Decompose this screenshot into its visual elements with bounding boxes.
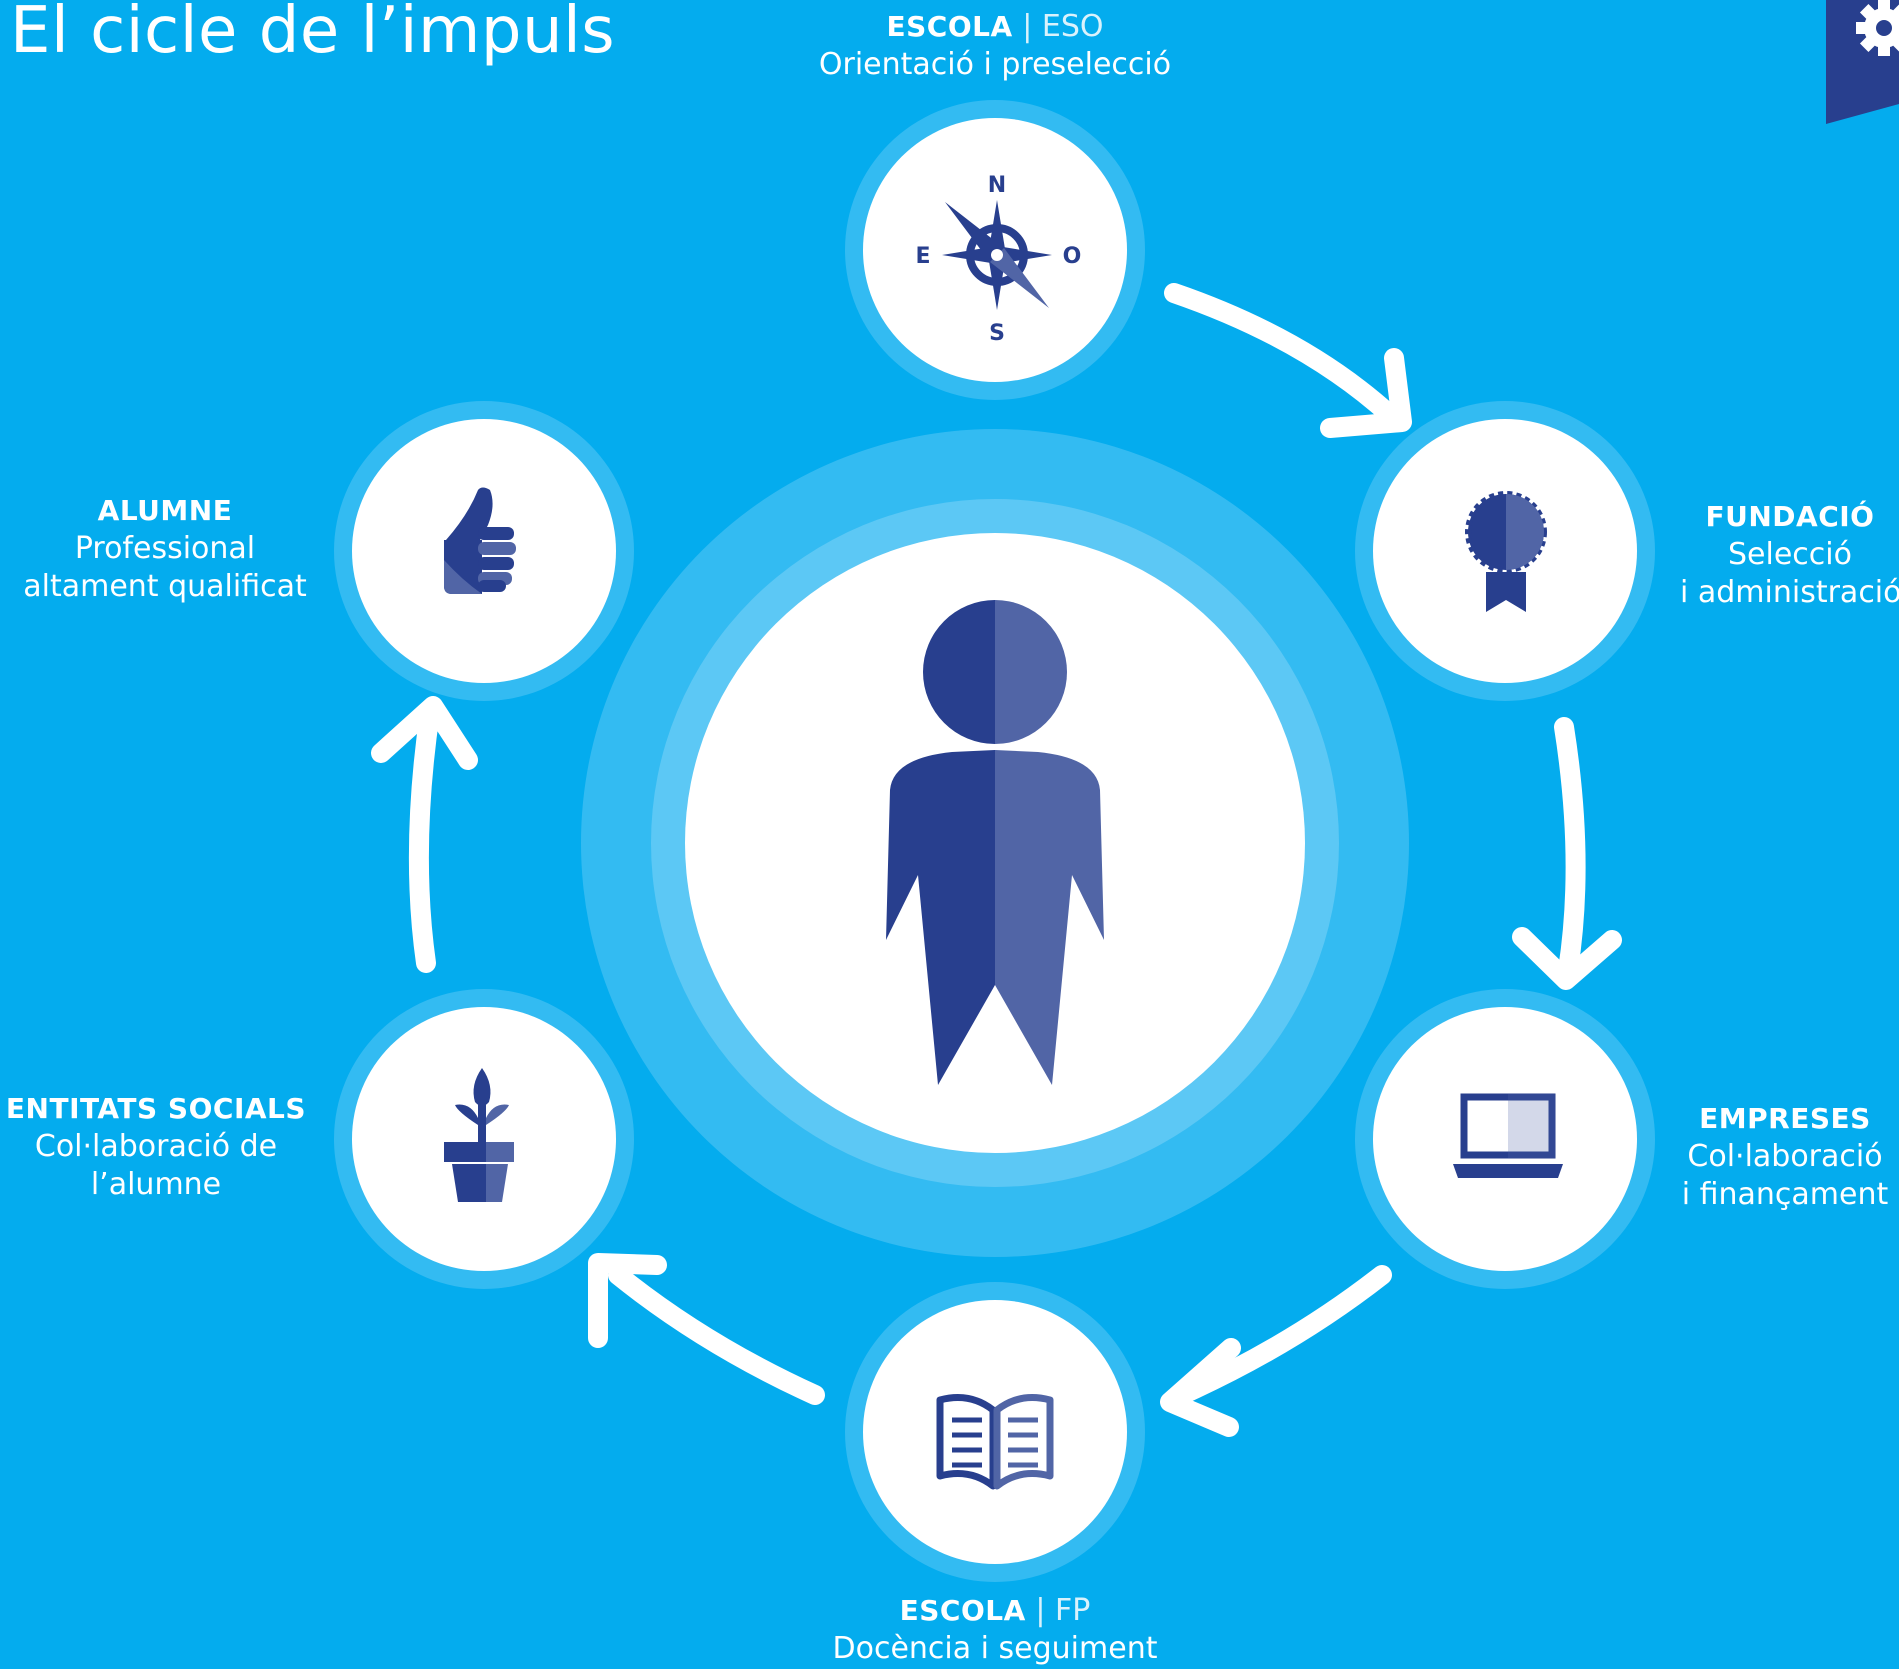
compass-n-label: N (988, 173, 1006, 198)
stage-circle-escola-eso: N E O S (845, 100, 1145, 400)
stage-desc: Docència i seguiment (832, 1631, 1158, 1666)
stage-head: FUNDACIÓ (1705, 500, 1875, 533)
stage-label-empreses: EMPRESES Col·laboració i finançament (1680, 1100, 1890, 1214)
plant-pot-icon (444, 1068, 514, 1202)
arrow-entitats-to-alumne (371, 696, 478, 973)
stage-circle-empreses (1355, 989, 1655, 1289)
laptop-icon (1453, 1093, 1563, 1178)
stage-circle-entitats-socials (334, 989, 634, 1289)
stage-desc: i administració (1680, 575, 1899, 610)
page-title: El cicle de l’impuls (10, 0, 616, 68)
arrow-escola-fp-to-entitats (588, 1253, 825, 1405)
corner-badge (1826, 0, 1899, 124)
arrow-escola-eso-to-fundacio (1164, 283, 1412, 438)
stage-head: ESCOLA (899, 1594, 1026, 1627)
stage-label-fundacio: FUNDACIÓ Selecció i administració (1680, 498, 1899, 612)
stage-desc: altament qualificat (23, 569, 307, 604)
stage-desc: Col·laboració (1687, 1139, 1883, 1174)
award-ribbon-icon (1465, 491, 1547, 612)
stage-head: ENTITATS SOCIALS (5, 1092, 307, 1125)
stage-desc: i finançament (1681, 1177, 1889, 1212)
compass-s-label: S (989, 321, 1005, 346)
center-hub (581, 429, 1409, 1257)
stage-circle-alumne (334, 401, 634, 701)
stage-tag: FP (1054, 1593, 1091, 1628)
arrow-empreses-to-escola-fp (1160, 1265, 1392, 1437)
stage-label-escola-eso: ESCOLA | ESO Orientació i preselecció (795, 8, 1195, 84)
cycle-arrows (371, 283, 1622, 1437)
person-icon (886, 600, 1104, 1085)
stage-desc: Professional (74, 531, 256, 566)
thumbs-up-icon (444, 487, 516, 594)
stage-circle-fundacio (1355, 401, 1655, 701)
stage-head: EMPRESES (1699, 1102, 1871, 1135)
stage-circle-escola-fp (845, 1282, 1145, 1582)
gear-icon (1856, 0, 1899, 56)
stage-head: ESCOLA (886, 10, 1013, 43)
stage-label-entitats-socials: ENTITATS SOCIALS Col·laboració de l’alum… (0, 1090, 312, 1204)
arrow-fundacio-to-empreses (1512, 717, 1622, 990)
stage-desc: l’alumne (90, 1167, 222, 1202)
stage-label-escola-fp: ESCOLA | FP Docència i seguiment (795, 1592, 1195, 1668)
book-icon (936, 1394, 1054, 1490)
stage-head: ALUMNE (97, 494, 233, 527)
stage-desc: Col·laboració de (34, 1129, 278, 1164)
compass-e-label: E (915, 244, 930, 269)
stage-desc: Orientació i preselecció (818, 47, 1172, 82)
stage-label-alumne: ALUMNE Professional altament qualificat (15, 492, 315, 606)
stage-desc: Selecció (1728, 537, 1852, 572)
compass-o-label: O (1063, 244, 1082, 269)
compass-icon: N E O S (915, 173, 1081, 346)
stage-tag: ESO (1041, 9, 1104, 44)
